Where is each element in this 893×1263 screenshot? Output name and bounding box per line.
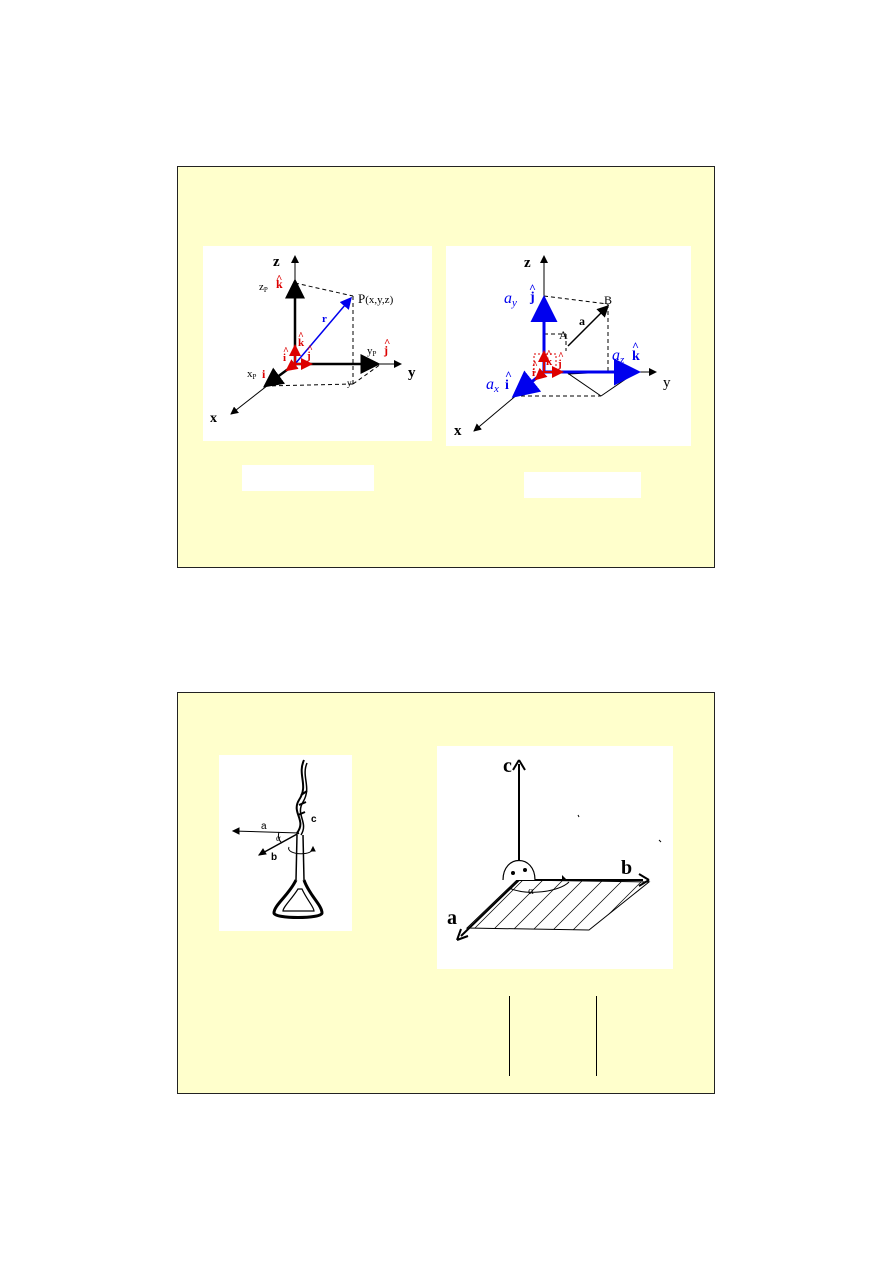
yp-label: yP	[367, 345, 377, 358]
svg-text:^: ^	[283, 346, 289, 357]
vector-a	[567, 304, 610, 347]
svg-text:j: j	[557, 358, 562, 370]
corkscrew-b-label: b	[271, 852, 277, 863]
svg-text:^: ^	[384, 337, 390, 349]
svg-text:^: ^	[298, 331, 304, 342]
corkscrew-c-label: c	[311, 814, 317, 825]
divider-line-right	[596, 996, 597, 1076]
svg-text:j: j	[383, 343, 388, 357]
svg-text:k: k	[632, 349, 640, 364]
svg-text:i: i	[262, 367, 266, 381]
svg-text:^: ^	[558, 351, 564, 362]
svg-text:i: i	[532, 367, 535, 379]
c-label: c	[503, 755, 512, 777]
svg-text:k: k	[276, 277, 283, 291]
a-label: a	[447, 907, 457, 929]
cross-product-diagram: c b a α	[447, 755, 662, 941]
svg-text:^: ^	[632, 339, 639, 353]
b-label: b	[621, 857, 632, 879]
caption-box-left	[242, 465, 374, 491]
point-a-label: A	[559, 328, 568, 342]
x-axis-label: x	[210, 411, 217, 426]
position-vector-r	[294, 296, 352, 365]
cross-product-figure: c b a α	[437, 746, 673, 969]
svg-text:^: ^	[505, 368, 512, 382]
corkscrew-figure: a b c α	[219, 755, 352, 931]
slide-cross-product: a b c α	[177, 692, 715, 1094]
x-axis-label: x	[454, 423, 462, 439]
caption-box-right	[524, 472, 641, 498]
vector-components-diagram: a A B z y x ay j ^ az k ^ ax i ^	[454, 255, 671, 439]
vector-components-figure: a A B z y x ay j ^ az k ^ ax i ^	[446, 246, 691, 446]
corkscrew-a-label: a	[261, 821, 267, 832]
alpha-label: α	[528, 885, 534, 897]
svg-text:^: ^	[276, 273, 282, 285]
svg-text:^: ^	[307, 344, 313, 355]
svg-text:k: k	[298, 337, 305, 349]
xp-label: xP	[247, 368, 257, 381]
a-label: a	[579, 314, 585, 328]
svg-text:j: j	[529, 290, 535, 305]
y-axis-label: y	[408, 365, 416, 381]
svg-text:i: i	[283, 352, 286, 364]
svg-text:i: i	[505, 378, 509, 393]
zp-label: zP	[259, 281, 268, 294]
ay-label: ay	[504, 290, 517, 309]
svg-text:j: j	[306, 350, 311, 362]
dashed-construction	[513, 295, 609, 397]
corkscrew-alpha-label: α	[276, 833, 281, 843]
projection-box	[264, 282, 382, 387]
r-label: r	[322, 313, 327, 325]
svg-text:^: ^	[529, 281, 536, 295]
point-p-label: P(x,y,z)	[358, 291, 394, 306]
z-axis-label: z	[524, 255, 531, 271]
corkscrew-drawing: a b c α	[231, 759, 324, 919]
position-vector-figure: r z y x zP k ^ yP j ^ xP i k ^ j ^ i ^	[203, 246, 432, 441]
svg-text:^: ^	[546, 349, 552, 360]
az-label: az	[612, 347, 625, 366]
divider-line-left	[509, 996, 510, 1076]
position-vector-diagram: r z y x zP k ^ yP j ^ xP i k ^ j ^ i ^	[210, 254, 416, 426]
svg-text:^: ^	[532, 360, 538, 371]
ax-label: ax	[486, 376, 499, 395]
z-axis-label: z	[273, 254, 280, 270]
svg-text:k: k	[546, 356, 553, 368]
y-axis-label: y	[663, 375, 671, 391]
slide-unit-vectors: r z y x zP k ^ yP j ^ xP i k ^ j ^ i ^	[177, 166, 715, 568]
point-b-label: B	[604, 293, 612, 307]
svg-text:y: y	[347, 378, 352, 388]
